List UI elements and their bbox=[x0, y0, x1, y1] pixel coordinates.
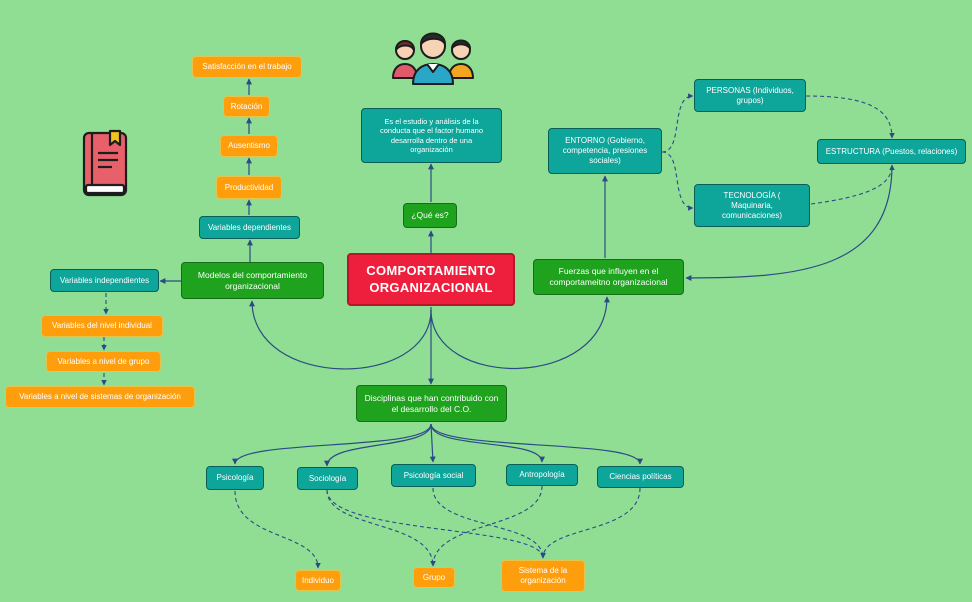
nivel-grupo-node[interactable]: Variables a nivel de grupo bbox=[46, 351, 161, 372]
link-central-fuerzas bbox=[430, 296, 610, 370]
fuerzas-node[interactable]: Fuerzas que influyen en el comportameitn… bbox=[533, 259, 684, 295]
sistema-organizacion-node[interactable]: Sistema de la organización bbox=[501, 560, 585, 592]
personas-node[interactable]: PERSONAS (Individuos, grupos) bbox=[694, 79, 806, 112]
link-entorno-tecnologia bbox=[661, 151, 694, 211]
link-psicsocial-sistema bbox=[432, 487, 546, 559]
individuo-node[interactable]: Individuo bbox=[295, 570, 341, 591]
grupo-node[interactable]: Grupo bbox=[413, 567, 455, 588]
link-sociologia-sistema bbox=[326, 489, 546, 559]
definition-node[interactable]: Es el estudio y análisis de la conducta … bbox=[361, 108, 502, 163]
link-disc-sociologia bbox=[324, 423, 432, 467]
que-es-node[interactable]: ¿Qué es? bbox=[403, 203, 457, 228]
link-antropologia-grupo bbox=[430, 485, 543, 567]
link-disc-psicologia bbox=[232, 423, 432, 465]
psicologia-social-node[interactable]: Psicología social bbox=[391, 464, 476, 487]
sociologia-node[interactable]: Sociología bbox=[297, 467, 358, 490]
productividad-node[interactable]: Productividad bbox=[216, 176, 282, 199]
book-icon bbox=[82, 129, 128, 197]
antropologia-node[interactable]: Antropología bbox=[506, 464, 578, 486]
psicologia-node[interactable]: Psicología bbox=[206, 466, 264, 490]
satisfaccion-node[interactable]: Satisfacción en el trabajo bbox=[192, 56, 302, 78]
link-psicologia-individuo bbox=[234, 490, 321, 569]
nivel-sistemas-node[interactable]: Variables a nivel de sistemas de organiz… bbox=[5, 386, 195, 408]
link-disc-cpoliticas bbox=[430, 423, 643, 465]
link-disc-antropologia bbox=[430, 423, 545, 463]
link-central-modelos bbox=[249, 300, 432, 370]
disciplinas-node[interactable]: Disciplinas que han contribuido con el d… bbox=[356, 385, 507, 422]
link-estructura-fuerzas bbox=[685, 164, 893, 281]
ciencias-politicas-node[interactable]: Ciencias políticas bbox=[597, 466, 684, 488]
link-tecnologia-estructura bbox=[810, 164, 895, 205]
entorno-node[interactable]: ENTORNO (Gobierno, competencia, presione… bbox=[548, 128, 662, 174]
link-sociologia-grupo bbox=[326, 489, 436, 567]
link-personas-estructura bbox=[805, 95, 895, 139]
nivel-individual-node[interactable]: Variables del nivel individual bbox=[41, 315, 163, 337]
tecnologia-node[interactable]: TECNOLOGÍA ( Maquinaria, comunicaciones) bbox=[694, 184, 810, 227]
central-topic[interactable]: COMPORTAMIENTO ORGANIZACIONAL bbox=[347, 253, 515, 306]
people-icon bbox=[392, 32, 474, 85]
ausentismo-node[interactable]: Ausentismo bbox=[220, 135, 278, 157]
variables-independientes-node[interactable]: Variables independientes bbox=[50, 269, 159, 292]
estructura-node[interactable]: ESTRUCTURA (Puestos, relaciones) bbox=[817, 139, 966, 164]
link-entorno-personas bbox=[661, 93, 694, 153]
variables-dependientes-node[interactable]: Variables dependientes bbox=[199, 216, 300, 239]
rotacion-node[interactable]: Rotación bbox=[223, 96, 270, 117]
modelos-node[interactable]: Modelos del comportamiento organizaciona… bbox=[181, 262, 324, 299]
link-cpoliticas-sistema bbox=[540, 487, 641, 559]
link-disc-psicsocial bbox=[429, 423, 436, 463]
